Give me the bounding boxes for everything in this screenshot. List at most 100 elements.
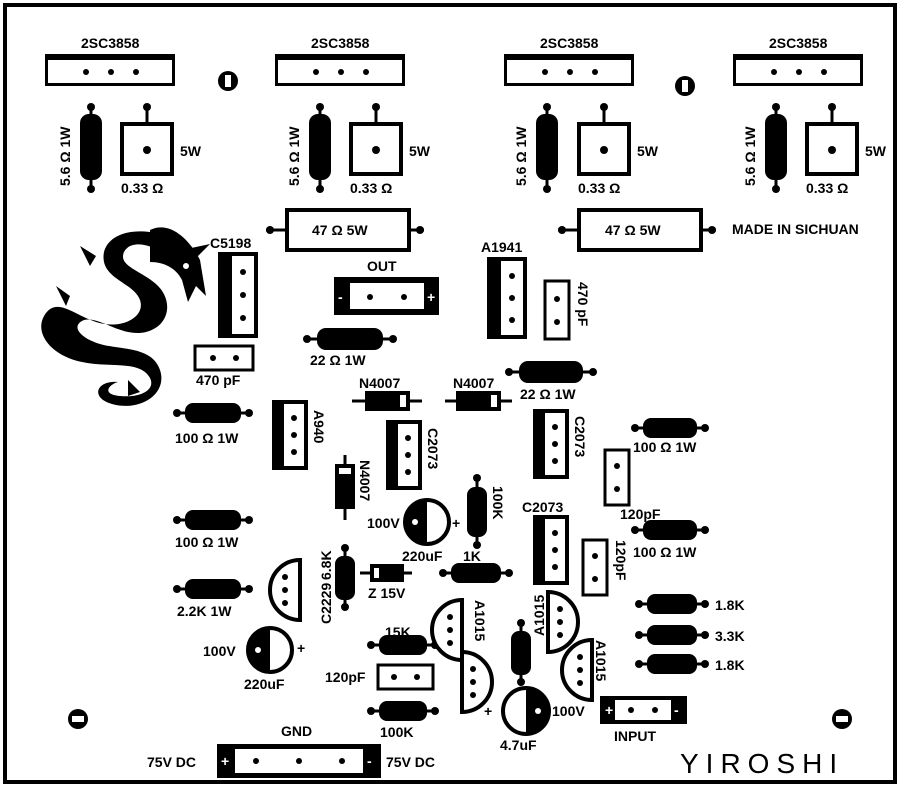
label-zener: Z 15V xyxy=(368,585,406,601)
label-0-33-4: 0.33 Ω xyxy=(806,180,849,196)
label-0-33-2: 0.33 Ω xyxy=(350,180,393,196)
out-minus: - xyxy=(338,289,343,305)
cap-220uf-a xyxy=(403,498,451,546)
label-0-33-3: 0.33 Ω xyxy=(578,180,621,196)
label-res-100k-b: 100K xyxy=(380,724,414,740)
label-cap-470-right: 470 pF xyxy=(575,282,591,327)
label-a1941: A1941 xyxy=(481,239,523,255)
label-res-100-c: 100 Ω 1W xyxy=(633,439,697,455)
label-res-2-2k: 2.2K 1W xyxy=(177,603,232,619)
label-transistor-2: 2SC3858 xyxy=(311,35,370,51)
transistor-c2073-c xyxy=(533,515,569,585)
resistor-1-8k-a xyxy=(635,594,709,614)
label-res-22-b: 22 Ω 1W xyxy=(520,386,576,402)
emitter-resistor-1 xyxy=(80,103,102,193)
transistor-2sc3858-3 xyxy=(504,54,634,86)
zener-15v xyxy=(360,564,412,582)
transistor-2sc3858-4 xyxy=(733,54,863,86)
resistor-100-ohm-d xyxy=(631,520,709,540)
label-c2073-a: C2073 xyxy=(425,428,441,470)
power-minus: - xyxy=(367,753,372,769)
power-resistor-1 xyxy=(120,103,174,176)
label-res-100-d: 100 Ω 1W xyxy=(633,544,697,560)
label-5w-3: 5W xyxy=(637,143,658,159)
label-n4007-a: N4007 xyxy=(359,375,401,391)
label-cap-4-7: 4.7uF xyxy=(500,737,537,753)
label-c5198: C5198 xyxy=(210,235,252,251)
cap-220uf-b xyxy=(246,626,294,674)
label-cap-100v-c: 100V xyxy=(552,703,585,719)
diode-n4007-b xyxy=(445,391,512,411)
label-c2229: C2229 xyxy=(318,582,334,624)
diode-n4007-a xyxy=(352,391,422,411)
label-res-47-b: 47 Ω 5W xyxy=(605,222,661,238)
label-res-1k: 1K xyxy=(463,548,481,564)
resistor-100-ohm-c xyxy=(631,418,709,438)
transistor-a1015-a2 xyxy=(460,649,494,715)
cap-120pf-c xyxy=(376,663,435,691)
resistor-6-8k xyxy=(335,544,355,611)
transistor-c2073-b xyxy=(533,409,569,479)
label-input: INPUT xyxy=(614,728,656,744)
power-connector xyxy=(217,744,381,778)
resistor-100k-a xyxy=(467,474,487,549)
label-res-100-b: 100 Ω 1W xyxy=(175,534,239,550)
label-res-1-8k-b: 1.8K xyxy=(715,657,745,673)
label-75v-right: 75V DC xyxy=(386,754,436,770)
label-res-100k-a: 100K xyxy=(490,486,506,520)
mount-hole-4 xyxy=(832,709,852,729)
emitter-resistor-4 xyxy=(765,103,787,193)
transistor-a1015-b xyxy=(546,589,580,655)
label-made-in: MADE IN SICHUAN xyxy=(732,221,859,237)
label-cap-120-c: 120pF xyxy=(325,669,366,685)
transistor-a1015-a xyxy=(430,597,464,663)
power-plus: + xyxy=(221,753,230,769)
label-n4007-c: N4007 xyxy=(357,460,373,502)
resistor-15k xyxy=(367,635,439,655)
mount-hole-2 xyxy=(675,76,695,96)
power-resistor-2 xyxy=(349,103,403,176)
dragon-logo xyxy=(41,227,210,406)
label-res-1-8k-a: 1.8K xyxy=(715,597,745,613)
label-c2073-b: C2073 xyxy=(572,416,588,458)
resistor-22-ohm-a xyxy=(303,328,397,350)
label-res-47-a: 47 Ω 5W xyxy=(312,222,368,238)
resistor-47-ohm-1 xyxy=(266,208,424,252)
transistor-2sc3858-1 xyxy=(45,54,175,86)
resistor-47-ohm-2 xyxy=(558,208,716,252)
label-cap-100v-b: 100V xyxy=(203,643,236,659)
mount-hole-1 xyxy=(218,71,238,91)
transistor-c2073-a xyxy=(386,420,422,490)
label-transistor-4: 2SC3858 xyxy=(769,35,828,51)
label-a1015-b: A1015 xyxy=(531,594,547,636)
label-cap-plus-b: + xyxy=(297,640,306,656)
label-cap-220-a: 220uF xyxy=(402,548,443,564)
cap-120pf-b xyxy=(581,538,609,597)
resistor-1-8k-b xyxy=(635,654,709,674)
label-res-6-8k: 6.8K xyxy=(318,550,334,580)
label-c2073-c: C2073 xyxy=(522,499,564,515)
label-emitter-res-4: 5.6 Ω 1W xyxy=(742,126,758,186)
label-emitter-res-1: 5.6 Ω 1W xyxy=(57,126,73,186)
transistor-a1015-c xyxy=(560,637,594,703)
transistor-a1941 xyxy=(487,257,527,339)
resistor-vertical-small xyxy=(511,619,531,686)
label-emitter-res-2: 5.6 Ω 1W xyxy=(286,126,302,186)
label-a940: A940 xyxy=(311,410,327,444)
resistor-100-ohm-b xyxy=(173,510,253,530)
label-cap-470-left: 470 pF xyxy=(196,372,241,388)
label-a1015-a: A1015 xyxy=(472,600,488,642)
diode-n4007-c xyxy=(335,455,355,520)
label-5w-2: 5W xyxy=(409,143,430,159)
label-transistor-1: 2SC3858 xyxy=(81,35,140,51)
label-res-100-a: 100 Ω 1W xyxy=(175,430,239,446)
mount-hole-3 xyxy=(68,709,88,729)
resistor-2-2k xyxy=(173,579,253,599)
label-a1015-c: A1015 xyxy=(593,640,609,682)
input-connector xyxy=(600,696,687,724)
power-resistor-4 xyxy=(805,103,859,176)
label-cap-plus-a: + xyxy=(452,515,461,531)
emitter-resistor-2 xyxy=(309,103,331,193)
label-n4007-b: N4007 xyxy=(453,375,495,391)
